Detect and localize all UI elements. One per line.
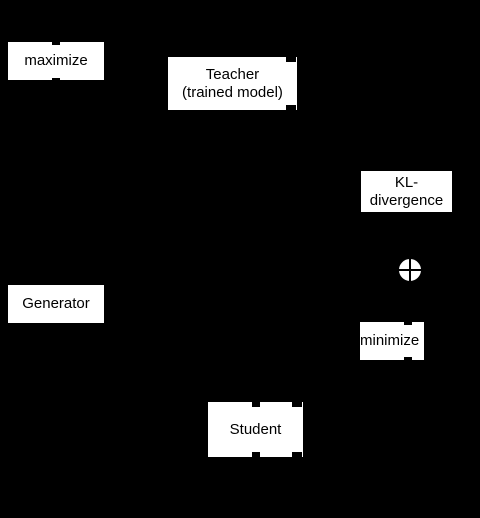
teacher-node: Teacher (trained model) <box>168 57 297 110</box>
minimize-bottom-port <box>404 357 412 362</box>
student-top-right-port <box>292 402 302 407</box>
minimize-label: minimize <box>360 332 420 349</box>
student-bottom-port <box>252 452 260 457</box>
teacher-title: Teacher <box>205 65 260 83</box>
generator-node: Generator <box>8 285 104 323</box>
kl-divergence-node: KL- divergence <box>359 169 454 214</box>
kl-divergence-line2: divergence <box>369 191 444 209</box>
generator-label: Generator <box>22 295 90 312</box>
student-label: Student <box>229 420 282 438</box>
teacher-subtitle: (trained model) <box>182 83 283 101</box>
teacher-bottom-right-port <box>286 105 296 110</box>
maximize-top-port <box>52 40 60 45</box>
student-top-port <box>252 402 260 407</box>
minimize-top-port <box>404 320 412 325</box>
kl-bottom-port <box>408 212 416 216</box>
kl-top-right-port <box>446 167 456 171</box>
maximize-bottom-port <box>52 78 60 83</box>
student-bottom-right-port <box>292 452 302 457</box>
minimize-label-box: minimize <box>360 322 424 360</box>
maximize-label-box: maximize <box>8 42 104 80</box>
teacher-top-right-port <box>286 57 296 62</box>
maximize-label: maximize <box>24 52 88 69</box>
student-node: Student <box>208 402 303 457</box>
sum-junction-icon <box>397 257 423 283</box>
kl-divergence-line1: KL- <box>394 173 419 191</box>
